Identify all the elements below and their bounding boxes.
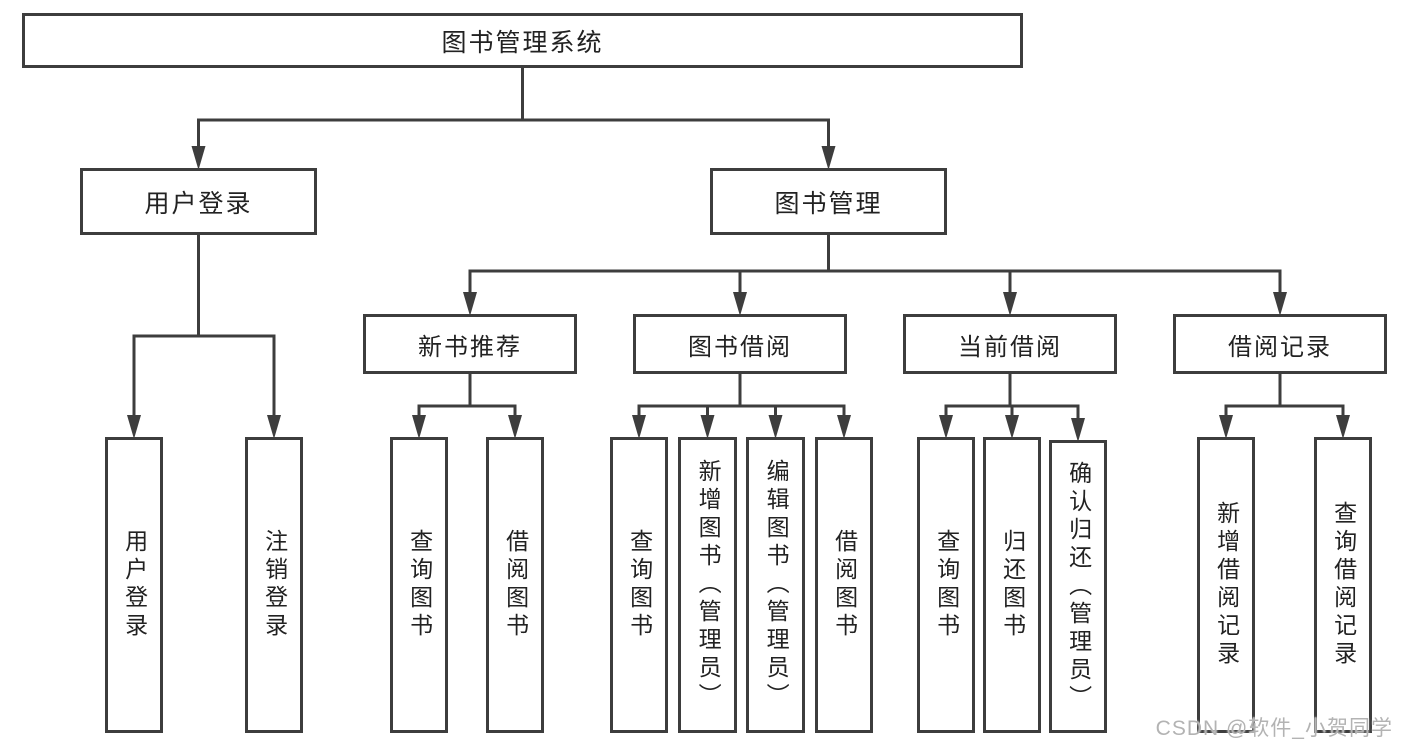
- arrow-down-icon: [1003, 292, 1017, 316]
- arrow-down-icon: [821, 146, 836, 170]
- node-user-login: 用户登录: [80, 168, 317, 235]
- arrow-down-icon: [700, 415, 715, 439]
- node-new-book-recommend: 新书推荐: [363, 314, 577, 374]
- node-current-borrowing: 当前借阅: [903, 314, 1117, 374]
- node-add-books-admin: 新增图书（管理员）: [678, 437, 737, 733]
- node-borrow-books-recommend: 借阅图书: [486, 437, 544, 733]
- arrow-down-icon: [632, 415, 646, 439]
- arrow-down-icon: [463, 292, 477, 316]
- node-confirm-return-admin: 确认归还（管理员）: [1049, 440, 1107, 733]
- node-borrow-books-borrowing: 借阅图书: [815, 437, 873, 733]
- node-book-borrowing: 图书借阅: [633, 314, 847, 374]
- arrow-down-icon: [267, 415, 281, 439]
- arrow-down-icon: [1219, 415, 1233, 439]
- arrow-down-icon: [1071, 418, 1085, 442]
- arrow-down-icon: [127, 415, 141, 439]
- node-query-books-recommend: 查询图书: [390, 437, 448, 733]
- arrow-down-icon: [191, 146, 206, 170]
- arrow-down-icon: [1273, 292, 1287, 316]
- arrow-down-icon: [733, 292, 747, 316]
- node-user-login-action: 用户登录: [105, 437, 163, 733]
- arrow-down-icon: [837, 415, 851, 439]
- node-library-system: 图书管理系统: [22, 13, 1023, 68]
- arrow-down-icon: [1005, 415, 1019, 439]
- node-return-books: 归还图书: [983, 437, 1041, 733]
- arrow-down-icon: [939, 415, 953, 439]
- arrow-down-icon: [768, 415, 783, 439]
- watermark: CSDN @软件_小贺同学: [1155, 717, 1393, 740]
- node-book-management: 图书管理: [710, 168, 947, 235]
- node-add-borrowing-record: 新增借阅记录: [1197, 437, 1255, 733]
- arrow-down-icon: [508, 415, 522, 439]
- node-query-borrowing-record: 查询借阅记录: [1314, 437, 1372, 733]
- node-edit-books-admin: 编辑图书（管理员）: [746, 437, 805, 733]
- node-logout-action: 注销登录: [245, 437, 303, 733]
- node-borrowing-records: 借阅记录: [1173, 314, 1387, 374]
- node-query-books-current: 查询图书: [917, 437, 975, 733]
- arrow-down-icon: [412, 415, 426, 439]
- node-query-books-borrowing: 查询图书: [610, 437, 668, 733]
- arrow-down-icon: [1336, 415, 1350, 439]
